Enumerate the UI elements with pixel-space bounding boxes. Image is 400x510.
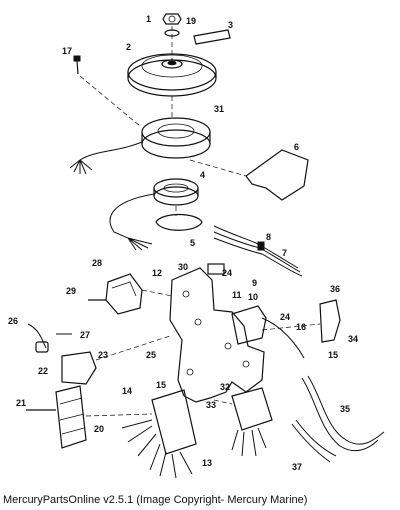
harness-7 bbox=[213, 225, 303, 277]
callout-29: 29 bbox=[66, 286, 76, 296]
callout-31: 31 bbox=[214, 104, 224, 114]
connector-30 bbox=[207, 263, 225, 275]
callout-36: 36 bbox=[330, 284, 340, 294]
callout-25: 25 bbox=[146, 350, 156, 360]
callout-24-right: 24 bbox=[280, 312, 290, 322]
callout-13: 13 bbox=[202, 458, 212, 468]
callout-32: 32 bbox=[220, 382, 230, 392]
callout-14: 14 bbox=[122, 386, 132, 396]
mounting-plate-12 bbox=[169, 267, 265, 403]
callout-24-top: 24 bbox=[222, 268, 232, 278]
coil-pack-20 bbox=[55, 385, 87, 449]
callout-10: 10 bbox=[248, 292, 258, 302]
switch-box-13 bbox=[121, 389, 197, 479]
callout-11: 11 bbox=[232, 290, 242, 300]
switch-box-28 bbox=[105, 273, 143, 315]
harness-35b bbox=[307, 375, 385, 445]
trigger bbox=[109, 178, 199, 251]
callout-3: 3 bbox=[228, 20, 233, 30]
callout-33: 33 bbox=[206, 400, 216, 410]
callout-35: 35 bbox=[340, 404, 350, 414]
bolt-17 bbox=[73, 55, 81, 75]
power-pack-32 bbox=[231, 387, 273, 457]
stator bbox=[69, 117, 211, 175]
callout-9: 9 bbox=[252, 278, 257, 288]
harness-35 bbox=[301, 377, 379, 452]
callout-1: 1 bbox=[146, 14, 151, 24]
callout-2: 2 bbox=[126, 42, 131, 52]
callout-16: 16 bbox=[296, 322, 306, 332]
harness-37b bbox=[295, 419, 337, 457]
callout-7: 7 bbox=[282, 248, 287, 258]
callout-26: 26 bbox=[8, 316, 18, 326]
assembly-leaders bbox=[79, 26, 321, 417]
callout-6: 6 bbox=[294, 142, 299, 152]
callout-8: 8 bbox=[266, 232, 271, 242]
callout-5: 5 bbox=[190, 238, 195, 248]
callout-20: 20 bbox=[94, 424, 104, 434]
callout-15-left: 15 bbox=[156, 380, 166, 390]
harness-16 bbox=[261, 317, 305, 359]
callout-19: 19 bbox=[186, 16, 196, 26]
callout-15-right: 15 bbox=[328, 350, 338, 360]
callout-27: 27 bbox=[80, 330, 90, 340]
flywheel bbox=[127, 53, 217, 97]
callout-12: 12 bbox=[152, 268, 162, 278]
callout-21: 21 bbox=[16, 398, 26, 408]
callout-34: 34 bbox=[348, 334, 358, 344]
image-caption: MercuryPartsOnline v2.5.1 (Image Copyrig… bbox=[3, 494, 308, 506]
bracket-36 bbox=[319, 299, 341, 343]
harness-37 bbox=[291, 423, 331, 463]
callout-labels: 1 19 3 17 2 31 6 4 5 8 7 28 30 24 12 9 1… bbox=[8, 14, 358, 472]
callout-37: 37 bbox=[292, 462, 302, 472]
bracket-6 bbox=[245, 149, 309, 201]
callout-4: 4 bbox=[200, 170, 205, 180]
callout-30: 30 bbox=[178, 262, 188, 272]
ignition-coil-22 bbox=[27, 323, 97, 385]
callout-22: 22 bbox=[38, 366, 48, 376]
rectifier-9 bbox=[231, 305, 267, 345]
flywheel-nut bbox=[162, 13, 182, 25]
callout-28: 28 bbox=[92, 258, 102, 268]
retainer bbox=[155, 213, 203, 231]
decal bbox=[193, 29, 231, 45]
callout-17: 17 bbox=[62, 46, 72, 56]
ignition-parts-exploded-diagram: 1 19 3 17 2 31 6 4 5 8 7 28 30 24 12 9 1… bbox=[8, 13, 385, 479]
callout-23: 23 bbox=[98, 350, 108, 360]
